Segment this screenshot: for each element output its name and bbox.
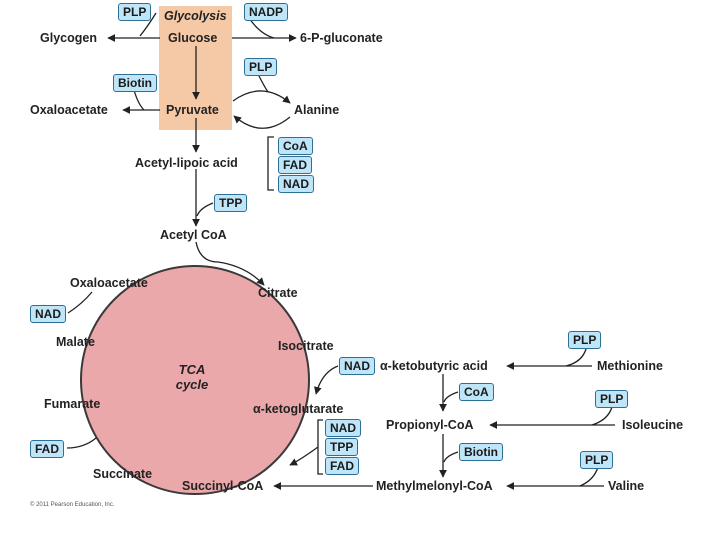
gluconate-label: 6-P-gluconate [300, 31, 383, 45]
biotin-methylmalonyl-arc [443, 451, 459, 463]
coa-propionyl-arc [443, 391, 459, 403]
alanine-to-pyruvate-arrow [233, 115, 291, 129]
pyruvate-to-alanine-arrow [232, 90, 291, 104]
nad-ketoglutarate-arc [314, 365, 339, 395]
plp-methionine-arc [565, 348, 587, 367]
coa-link-badge: CoA [278, 137, 313, 155]
plp-methionine-badge: PLP [568, 331, 602, 349]
citrate-label: Citrate [258, 286, 298, 300]
plp-isoleucine-arc [591, 406, 613, 426]
ketoglutarate-label: α-ketoglutarate [253, 402, 344, 416]
plp-alanine-arc [257, 73, 269, 93]
glycogen-label: Glycogen [40, 31, 97, 45]
malate-label: Malate [56, 335, 95, 349]
acetyl-coa-label: Acetyl CoA [160, 228, 227, 242]
plp-alanine-badge: PLP [244, 58, 278, 76]
succinyl-cofactor-arc [289, 446, 319, 466]
oxaloacetate-label: Oxaloacetate [70, 276, 148, 290]
isocitrate-label: Isocitrate [278, 339, 334, 353]
plp-glycogen-badge: PLP [118, 3, 152, 21]
alanine-label: Alanine [294, 103, 340, 117]
tpp-arc [196, 202, 214, 217]
fad-succinate-arc [66, 437, 97, 449]
plp-valine-arc [579, 466, 599, 487]
glucose-label: Glucose [168, 31, 218, 45]
tca-cycle-title: TCA cycle [160, 362, 224, 392]
succinyl-bracket [317, 419, 323, 475]
valine-label: Valine [608, 479, 645, 493]
succinate-label: Succinate [93, 467, 153, 481]
methionine-label: Methionine [597, 359, 663, 373]
tca-title-line1: TCA [178, 362, 206, 377]
glycolysis-title: Glycolysis [164, 9, 227, 23]
nadp-badge: NADP [244, 3, 289, 21]
biotin-oxaloacetate-arc [133, 89, 145, 111]
ketobutyric-label: α-ketobutyric acid [380, 359, 488, 373]
nad-isocitrate-badge: NAD [339, 357, 375, 375]
plp-isoleucine-badge: PLP [595, 390, 629, 408]
cofactor-bracket [267, 136, 274, 191]
succinyl-coa-label: Succinyl-CoA [182, 479, 264, 493]
tpp-ketoglutarate-badge: TPP [325, 438, 359, 456]
fad-succinate-badge: FAD [30, 440, 64, 458]
tca-title-line2: cycle [175, 377, 209, 392]
methylmalonyl-coa-label: Methylmelonyl-CoA [376, 479, 493, 493]
nad-ketoglutarate-badge: NAD [325, 419, 361, 437]
isoleucine-label: Isoleucine [622, 418, 684, 432]
acetyl-coa-to-cycle-arc [195, 241, 265, 286]
nad-malate-badge: NAD [30, 305, 66, 323]
pyruvate-label: Pyruvate [166, 103, 219, 117]
fad-link-badge: FAD [278, 156, 312, 174]
nadp-gluconate-arc [248, 17, 275, 39]
biotin-pyruvate-badge: Biotin [113, 74, 157, 92]
fumarate-label: Fumarate [44, 397, 101, 411]
nad-oxaloacetate-arc [67, 291, 93, 314]
fad-ketoglutarate-badge: FAD [325, 457, 359, 475]
plp-valine-badge: PLP [580, 451, 614, 469]
oxaloacetate-top-label: Oxaloacetate [30, 103, 108, 117]
acetyl-lipoic-label: Acetyl-lipoic acid [135, 156, 238, 170]
biotin-methylmalonyl-badge: Biotin [459, 443, 503, 461]
propionyl-coa-label: Propionyl-CoA [386, 418, 474, 432]
tca-cycle-circle [80, 265, 310, 495]
coa-propionyl-badge: CoA [459, 383, 494, 401]
nad-link-badge: NAD [278, 175, 314, 193]
copyright-credit: © 2011 Pearson Education, Inc. [30, 502, 115, 508]
plp-glycogen-arc [139, 12, 157, 37]
tpp-link-badge: TPP [214, 194, 248, 212]
